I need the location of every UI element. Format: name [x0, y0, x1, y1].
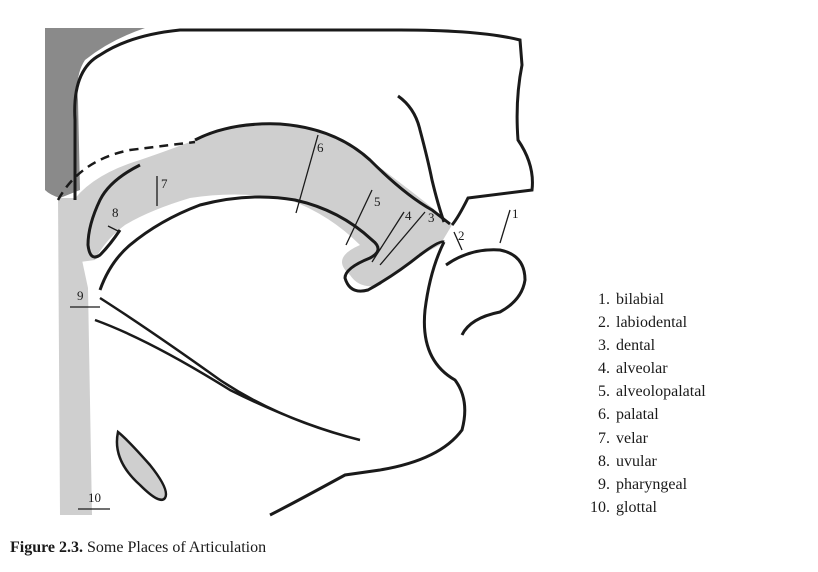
legend-item: 1. bilabial — [582, 288, 706, 311]
legend-number: 2. — [598, 314, 610, 332]
diagram-number-3: 3 — [428, 210, 435, 225]
legend-label: bilabial — [616, 291, 664, 308]
legend-item: 8. uvular — [582, 450, 706, 473]
nasal-cavity-shade — [45, 28, 145, 198]
legend-item: 9. pharyngeal — [582, 473, 706, 496]
pharynx-shade — [58, 198, 92, 515]
legend-item: 6. palatal — [582, 403, 706, 426]
legend-label: alveolar — [616, 360, 668, 378]
hard-palate-outline — [194, 122, 451, 226]
legend-number: 4. — [598, 360, 610, 378]
diagram-number-8: 8 — [112, 205, 119, 220]
diagram-number-labels: 1 2 3 4 5 6 7 8 9 10 — [77, 140, 519, 505]
legend-label: palatal — [616, 406, 659, 424]
legend-label: uvular — [616, 452, 657, 470]
diagram-number-9: 9 — [77, 288, 84, 303]
legend-number: 1. — [598, 291, 610, 308]
diagram-number-5: 5 — [374, 194, 381, 209]
legend-item: 3. dental — [582, 334, 706, 357]
lower-teeth-outline — [269, 241, 467, 517]
legend-number: 8. — [598, 452, 610, 470]
oral-cavity-shade — [68, 125, 452, 287]
legend-label: labiodental — [616, 314, 688, 332]
uvula-outline — [86, 163, 141, 259]
diagram-number-2: 2 — [458, 228, 465, 243]
tongue-outline — [98, 195, 445, 293]
places-legend: 1. bilabial 2. labiodental 3. dental 4. alve… — [582, 288, 706, 519]
tongue-root-lines — [94, 296, 361, 442]
legend-label: glottal — [616, 498, 657, 516]
figure-title: Some Places of Articulation — [87, 539, 267, 556]
legend-number: 9. — [598, 475, 610, 493]
legend-number: 6. — [598, 406, 610, 424]
legend-item: 4. alveolar — [582, 357, 706, 380]
legend-label: pharyngeal — [616, 475, 688, 493]
vocal-tract-diagram: 1 2 3 4 5 6 7 8 9 10 — [45, 28, 534, 517]
legend-label: alveolopalatal — [616, 383, 706, 401]
legend-number: 10. — [590, 498, 610, 516]
figure-caption: Figure 2.3. Some Places of Articulation — [10, 539, 266, 557]
palate-nose-outline — [73, 28, 534, 226]
legend-item: 7. velar — [582, 427, 706, 450]
velum-dashed — [56, 140, 196, 201]
articulation-arrows — [70, 134, 511, 510]
legend-number: 3. — [598, 337, 610, 355]
upper-teeth-outline — [397, 94, 446, 223]
epiglottis-outline — [115, 429, 168, 502]
legend-number: 5. — [598, 383, 610, 401]
legend-label: velar — [616, 429, 648, 447]
diagram-number-1: 1 — [512, 206, 519, 221]
lips-outline — [445, 248, 527, 336]
legend-item: 2. labiodental — [582, 311, 706, 334]
legend-label: dental — [616, 337, 656, 355]
diagram-number-7: 7 — [161, 176, 168, 191]
legend-number: 7. — [598, 429, 610, 447]
diagram-number-6: 6 — [317, 140, 324, 155]
diagram-number-10: 10 — [88, 490, 101, 505]
legend-item: 10. glottal — [582, 496, 706, 519]
diagram-number-4: 4 — [405, 208, 412, 223]
legend-item: 5. alveolopalatal — [582, 380, 706, 403]
figure-label: Figure 2.3. — [10, 539, 84, 556]
